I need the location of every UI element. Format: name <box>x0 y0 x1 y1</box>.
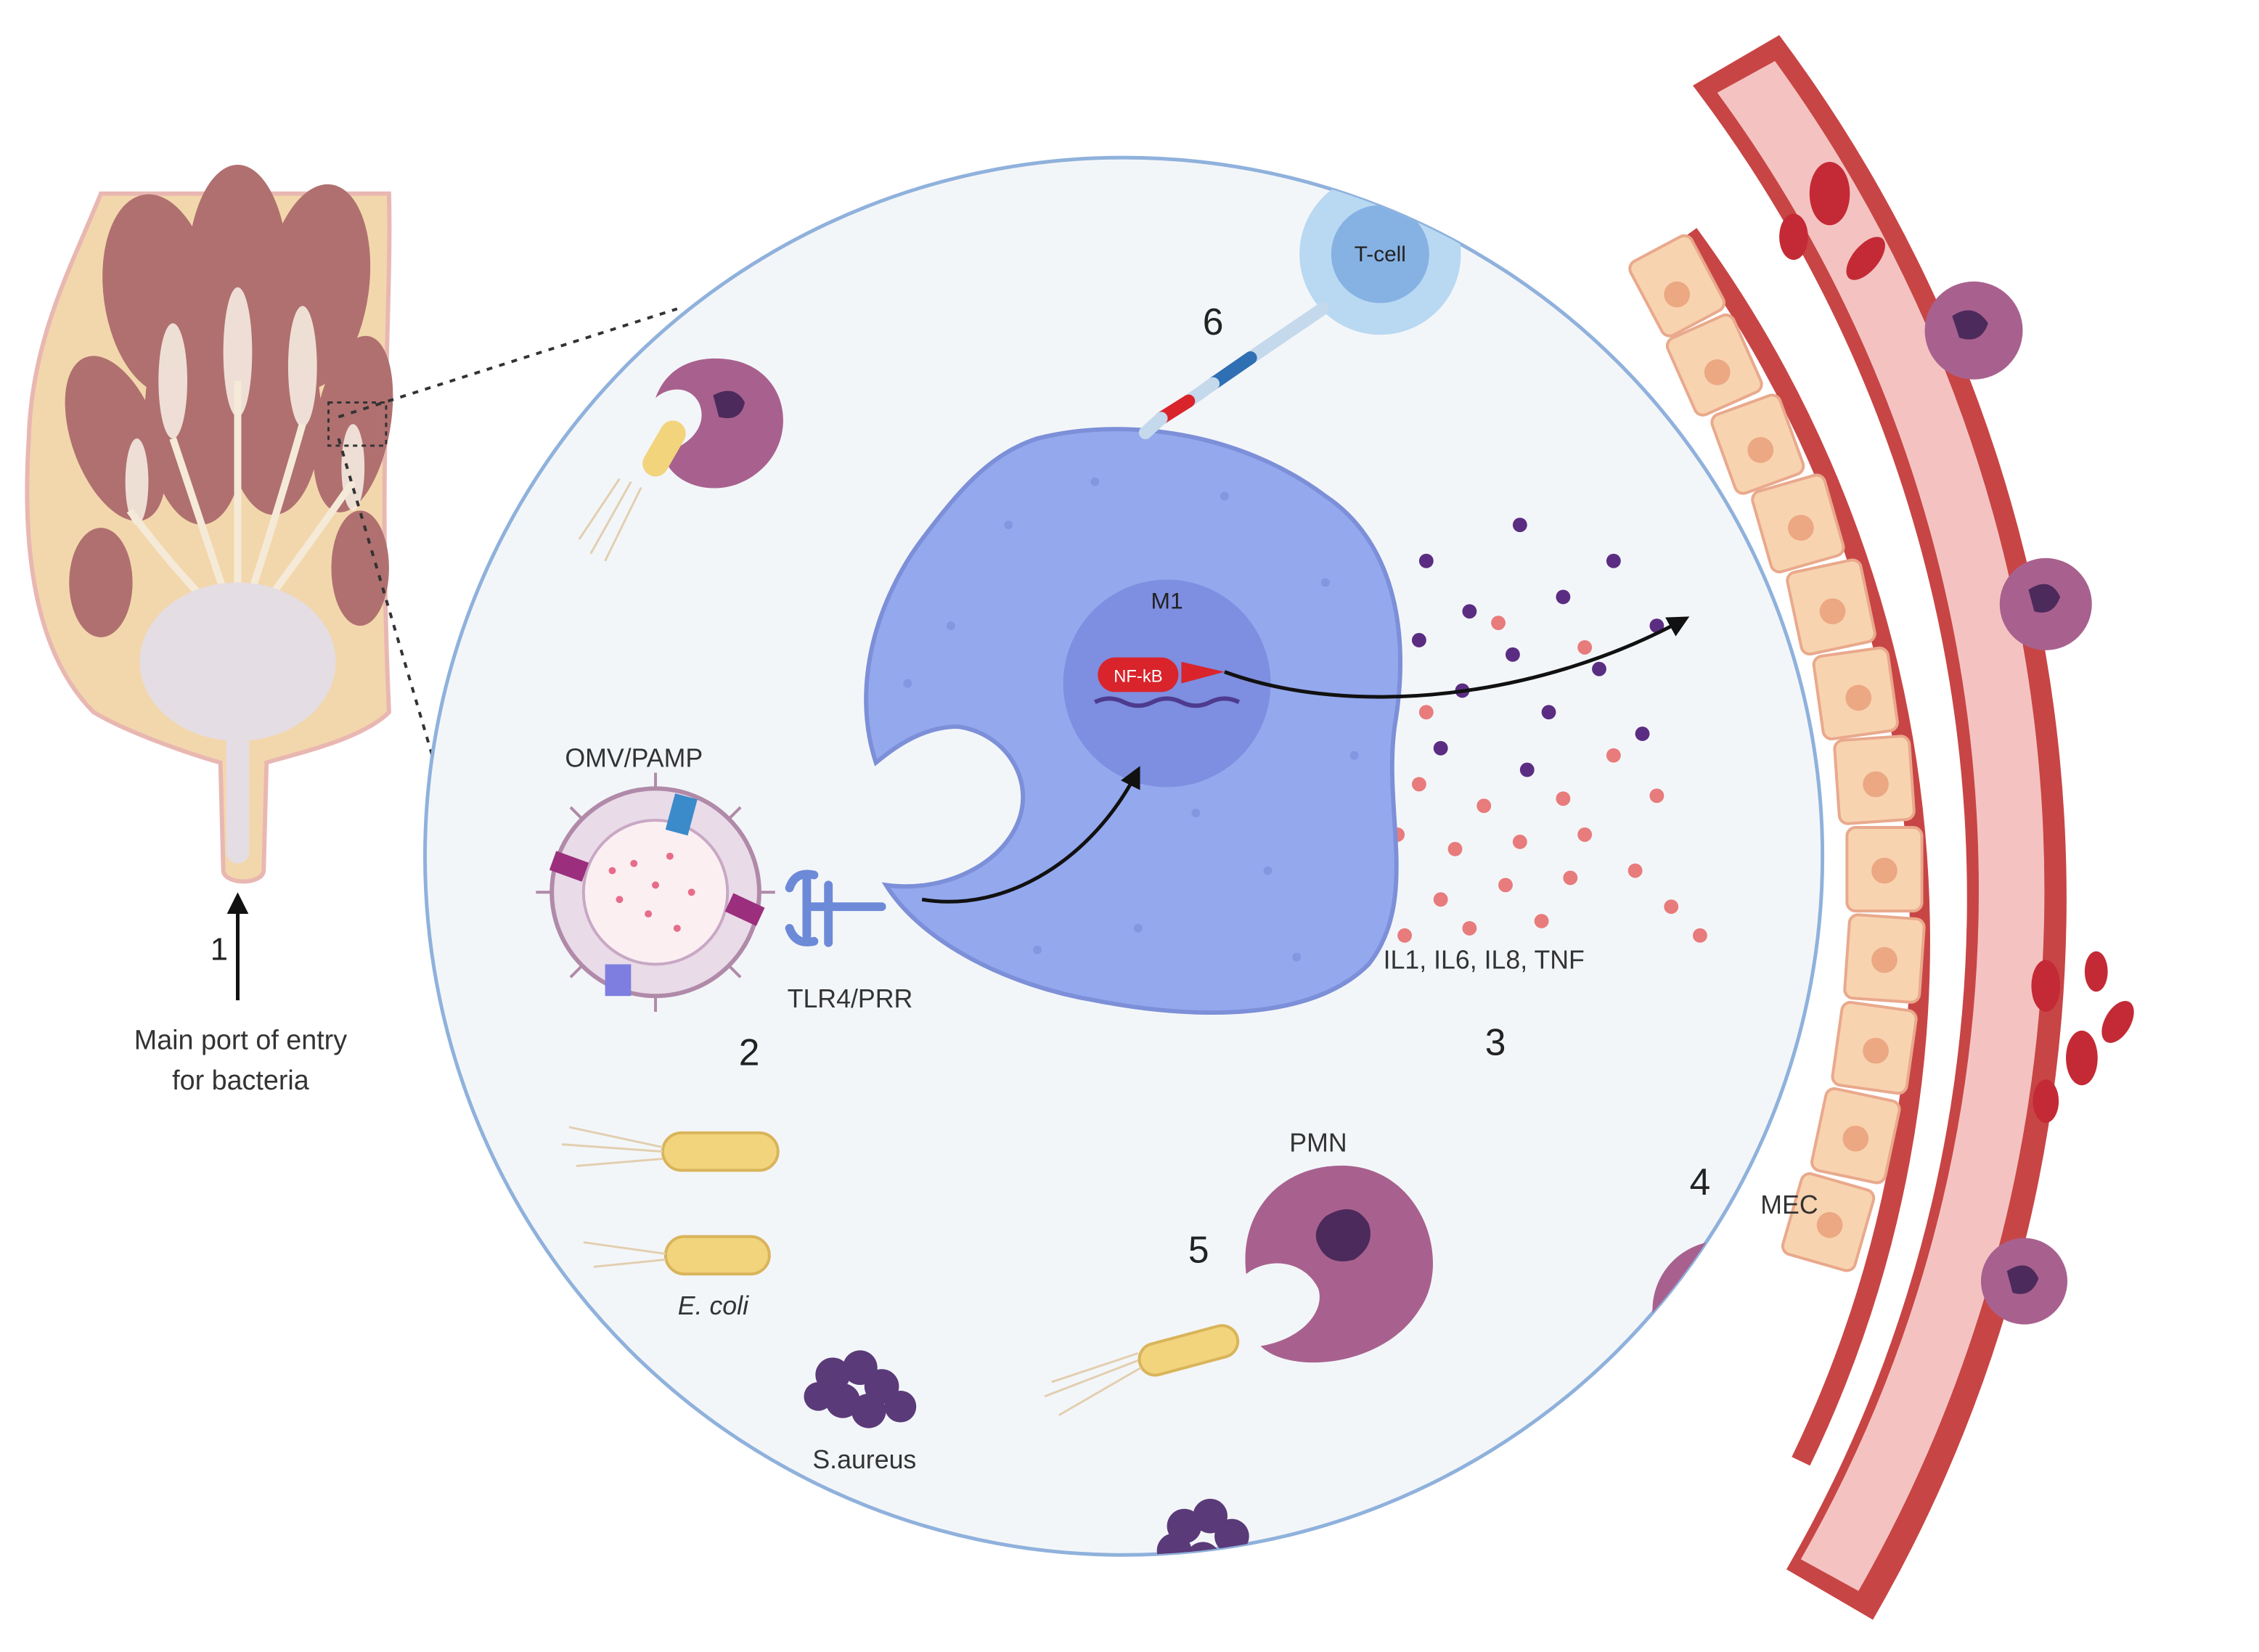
zoom-lines <box>337 307 678 756</box>
pmn-neutrophil <box>1044 1165 1434 1417</box>
m1-label: M1 <box>1151 587 1183 613</box>
cytokine-release-arrow <box>1224 616 1690 699</box>
dna-strand <box>1094 696 1241 708</box>
tlr-label: TLR4/PRR <box>788 984 913 1013</box>
gland-cistern <box>139 582 336 741</box>
m1-macrophage: M1 NF-kB <box>864 427 1402 1015</box>
udder-quarter <box>25 165 393 884</box>
step-6-label: 6 <box>1203 300 1224 343</box>
mec-label: MEC <box>1760 1190 1818 1219</box>
zoom-source-box <box>327 401 388 447</box>
ecoli-label: E. coli <box>678 1291 749 1320</box>
tlr4-receptor <box>785 870 886 947</box>
vessel-lumen <box>1717 61 2045 1591</box>
red-blood-cells <box>1779 162 2134 1123</box>
entry-annotation: 1 Main port of entry for bacteria <box>134 892 347 1095</box>
epithelium-nuclei <box>1664 281 1898 1238</box>
omv-pamp-label: OMV/PAMP <box>565 744 703 773</box>
nfkb-label: NF-kB <box>1114 667 1162 687</box>
omv-vesicle <box>536 772 775 1013</box>
step-3-label: 3 <box>1485 1021 1506 1063</box>
step-4-label: 4 <box>1690 1161 1711 1203</box>
step-5-label: 5 <box>1188 1228 1209 1270</box>
blood-neutrophils <box>1924 281 2092 1325</box>
ecoli-bacteria <box>561 1126 780 1276</box>
neutrophil-phagocytosing-top <box>578 358 783 562</box>
nfkb-arrow-tip <box>1181 661 1225 684</box>
tcell-label: T-cell <box>1355 242 1406 266</box>
tcr-mhc-complex <box>1138 302 1329 440</box>
teat-canal <box>226 727 250 864</box>
saureus-label: S.aureus <box>812 1445 916 1474</box>
alveoli-clusters <box>65 165 393 638</box>
cytokine-particles <box>1339 518 1707 943</box>
saureus-cluster-upper <box>804 1350 917 1428</box>
step-1-label: 1 <box>211 932 228 968</box>
step-2-label: 2 <box>739 1031 760 1073</box>
pmn-label: PMN <box>1289 1129 1347 1158</box>
entry-label-line2: for bacteria <box>172 1065 309 1095</box>
signal-arrow-to-nucleus <box>921 766 1140 904</box>
cytokines-label: IL1, IL6, IL8, TNF <box>1384 945 1585 974</box>
nfkb-box <box>1098 657 1179 692</box>
entry-label-line1: Main port of entry <box>134 1025 347 1055</box>
